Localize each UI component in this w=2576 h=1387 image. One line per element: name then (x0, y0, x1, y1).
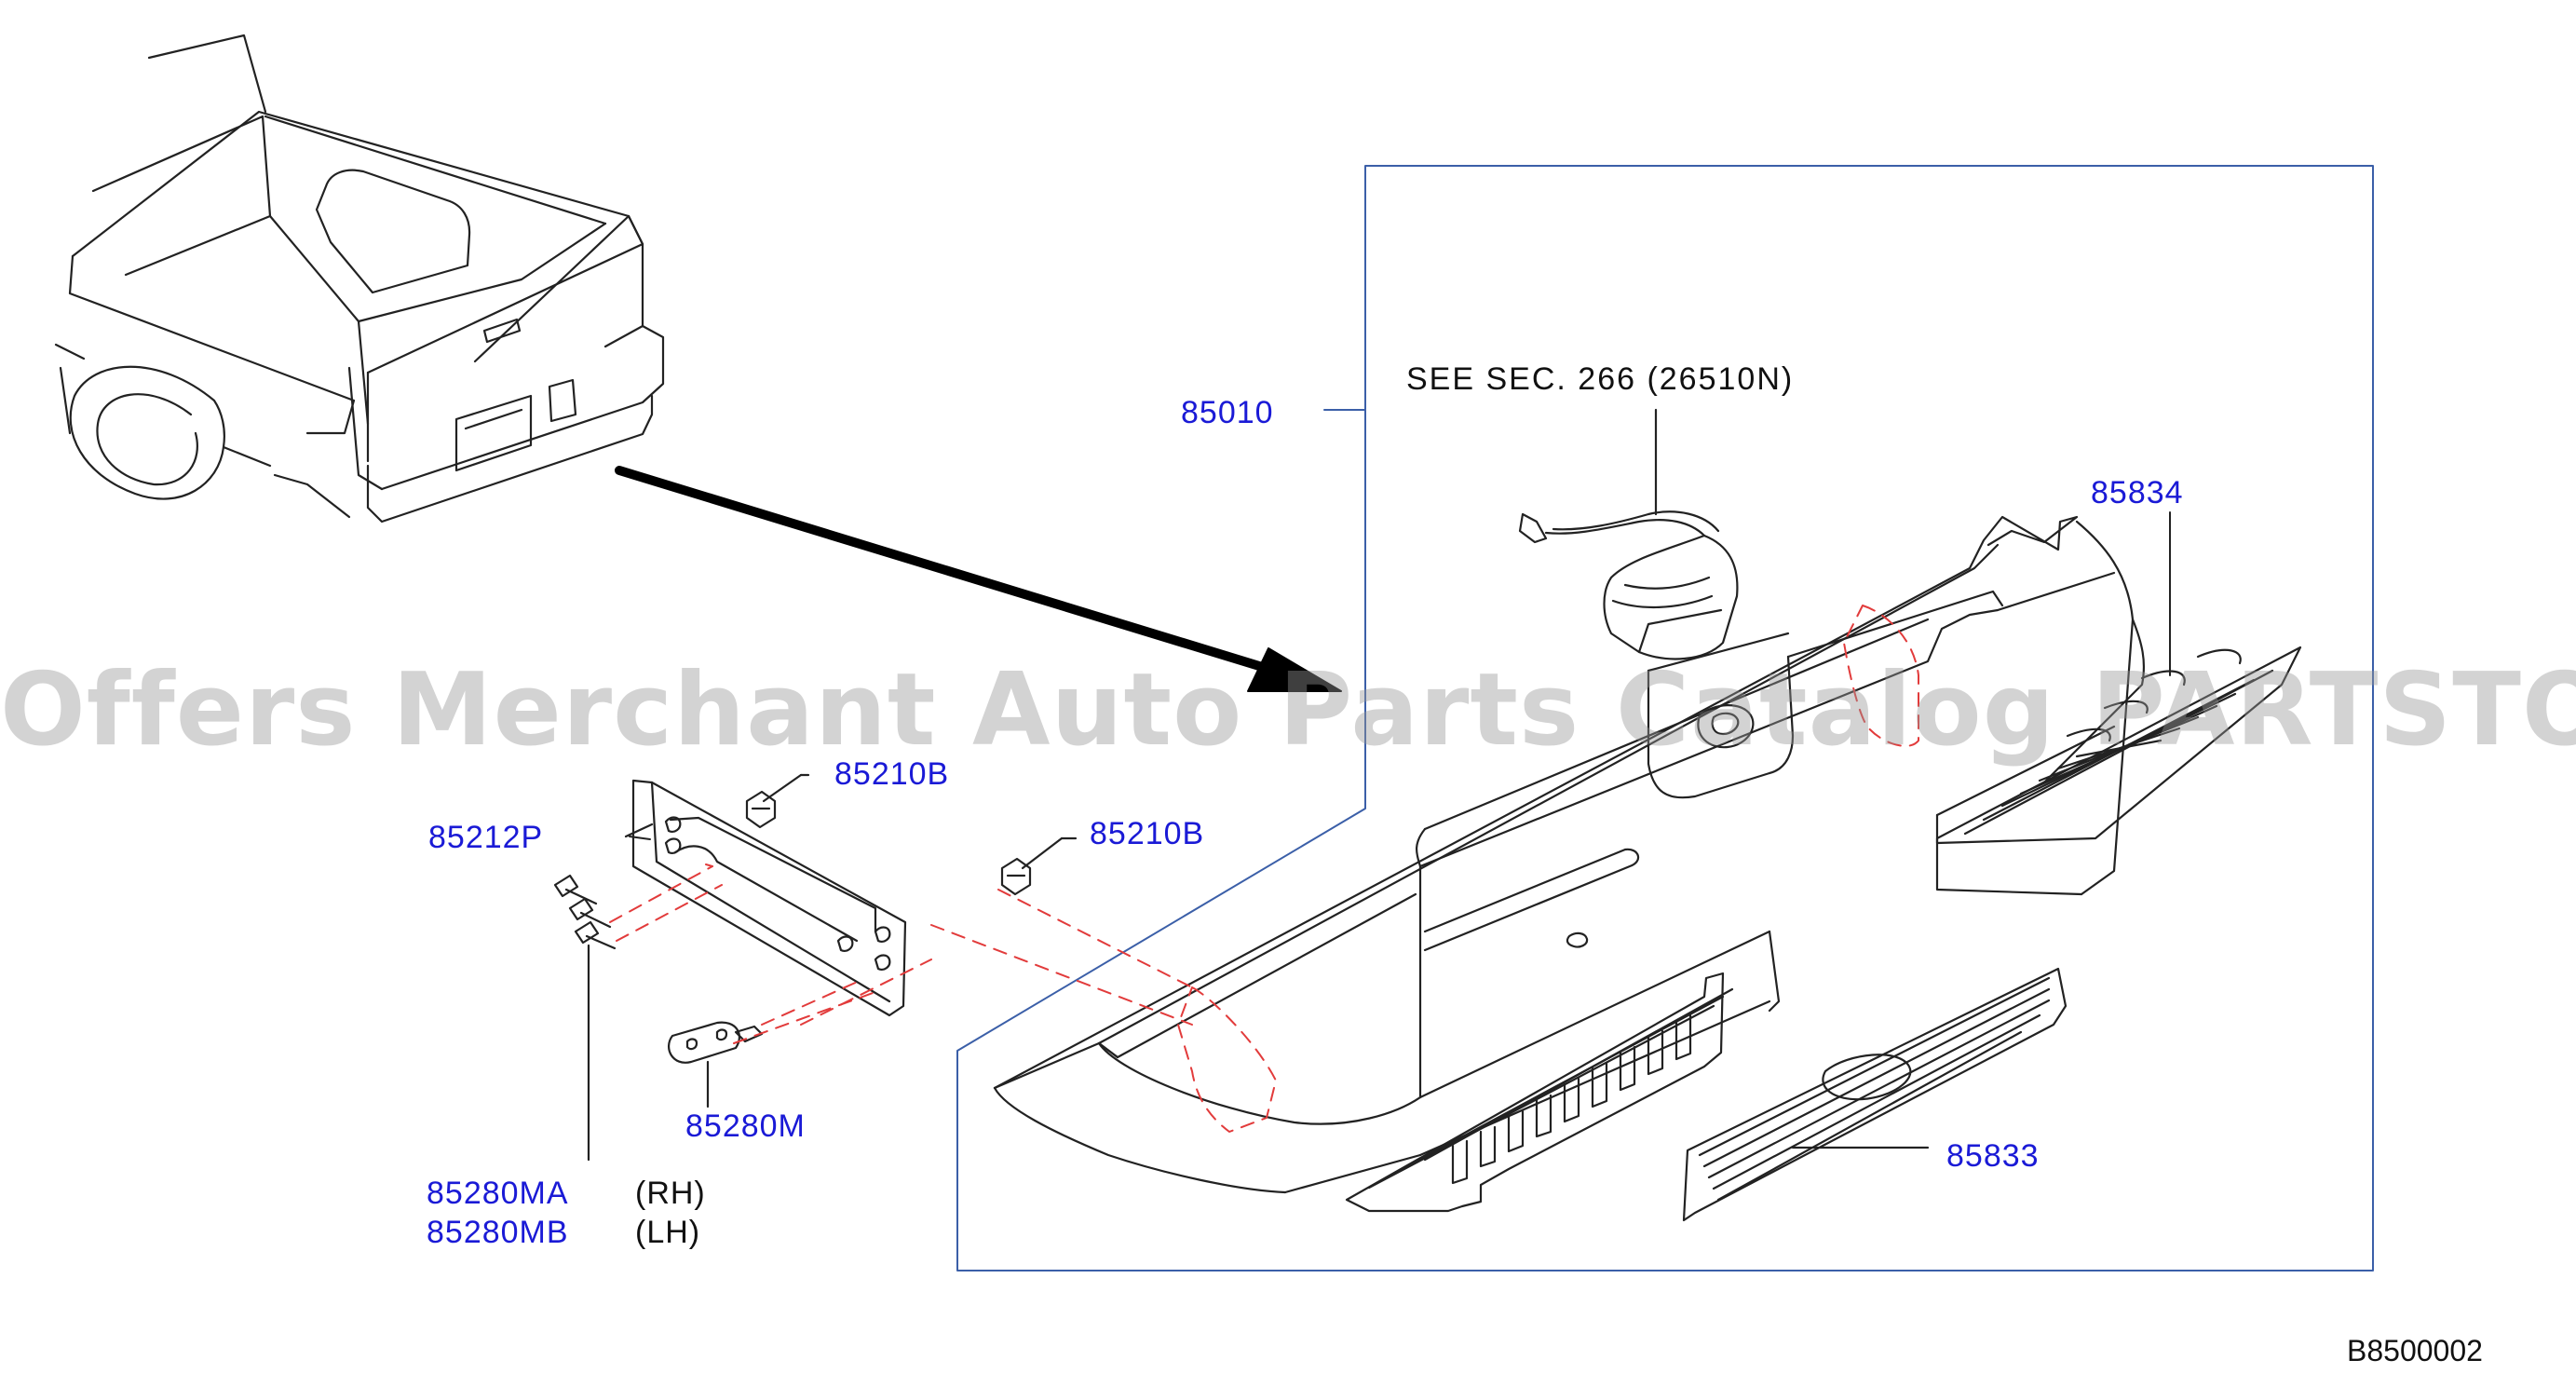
hidden-lines (609, 605, 1919, 1133)
assembly-frame (956, 165, 2374, 1271)
label-85210b-right[interactable]: 85210B (1090, 816, 1205, 851)
label-85834[interactable]: 85834 (2091, 475, 2184, 510)
end-cap-ribs (1935, 646, 2302, 845)
label-rh: (RH) (635, 1176, 706, 1211)
label-85212p[interactable]: 85212P (428, 820, 544, 855)
label-85833[interactable]: 85833 (1946, 1138, 2040, 1174)
diagram-code: B8500002 (2347, 1334, 2483, 1367)
license-lamp (1518, 408, 1739, 660)
label-85280m[interactable]: 85280M (685, 1108, 806, 1144)
fasteners (553, 773, 1078, 1162)
rear-bumper (993, 515, 2146, 1194)
label-85280ma[interactable]: 85280MA (427, 1176, 569, 1211)
label-85280mb[interactable]: 85280MB (427, 1215, 569, 1250)
section-note: SEE SEC. 266 (26510N) (1406, 361, 1795, 397)
label-85010[interactable]: 85010 (1181, 395, 1274, 430)
bracket (624, 779, 907, 1017)
step-grill (1345, 972, 1734, 1213)
label-85210b-upper[interactable]: 85210B (834, 756, 950, 792)
truck-illustration (54, 34, 665, 524)
step-pad (1682, 967, 2068, 1222)
leader-lines (629, 511, 2171, 840)
direction-arrow (615, 466, 1342, 692)
label-lh: (LH) (635, 1215, 701, 1250)
